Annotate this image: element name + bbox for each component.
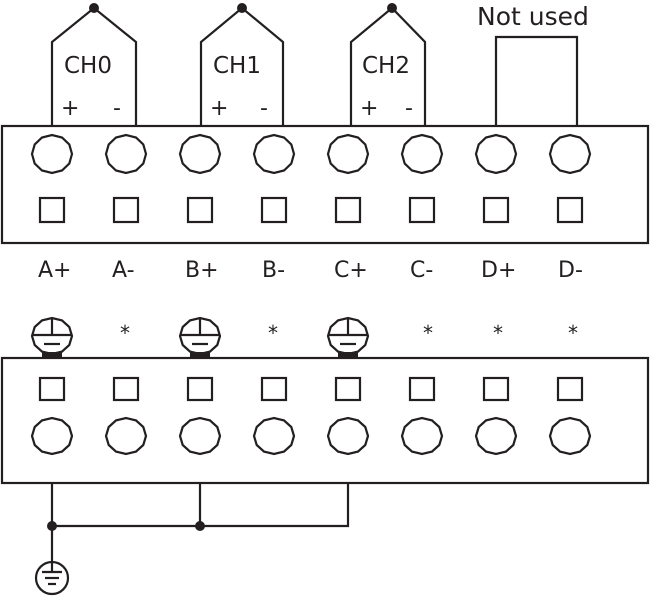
- terminal-screw: [400, 133, 444, 175]
- sensor-ch0: CH0 + -: [50, 3, 138, 126]
- top-terminal-labels: A+ A- B+ B- C+ C- D+ D-: [38, 258, 583, 283]
- terminal-window: [186, 376, 214, 402]
- terminal-screw: [548, 416, 592, 456]
- bottom-terminal: [178, 376, 222, 456]
- terminal-screw: [104, 416, 148, 456]
- asterisk-marker-4: *: [268, 321, 278, 345]
- ground-screw-icon: [326, 316, 370, 358]
- bottom-terminal: [104, 376, 148, 456]
- terminal-window: [482, 196, 510, 224]
- bottom-terminal: [400, 376, 444, 456]
- top-terminal: [400, 133, 444, 224]
- sensor-ch2-plus: +: [360, 96, 378, 121]
- terminal-label-a-plus: A+: [38, 258, 71, 283]
- bottom-block-frame: [0, 356, 650, 485]
- sensor-ch0-label: CH0: [64, 53, 112, 79]
- top-terminal: [252, 133, 296, 224]
- bottom-terminal: [326, 376, 370, 456]
- terminal-label-c-minus: C-: [410, 258, 433, 283]
- terminal-window: [334, 196, 362, 224]
- ground-wiring: [34, 483, 350, 596]
- sensor-ch2-minus: -: [405, 96, 413, 121]
- bottom-markers: * * * * *: [30, 316, 578, 358]
- terminal-screw: [104, 133, 148, 175]
- terminal-window: [408, 376, 436, 402]
- asterisk-marker-8: *: [568, 321, 578, 345]
- terminal-screw: [178, 416, 222, 456]
- terminal-screw: [474, 133, 518, 175]
- terminal-screw: [252, 133, 296, 175]
- terminal-screw: [474, 416, 518, 456]
- sensor-ch1: CH1 + -: [199, 3, 285, 126]
- sensor-ch0-junction-dot: [89, 3, 99, 13]
- unused-label: Not used: [477, 2, 589, 31]
- top-terminal: [326, 133, 370, 224]
- ground-screw-icon: [30, 316, 74, 358]
- terminal-label-b-plus: B+: [185, 258, 219, 283]
- terminal-window: [408, 196, 436, 224]
- terminal-window: [482, 376, 510, 402]
- terminal-window: [38, 196, 66, 224]
- terminal-label-a-minus: A-: [112, 258, 135, 283]
- sensor-ch0-minus: -: [113, 96, 121, 121]
- top-terminal: [178, 133, 222, 224]
- top-terminal: [548, 133, 592, 224]
- earth-ground-icon: [34, 560, 70, 596]
- ground-junction-dot-2: [195, 521, 205, 531]
- terminal-screw: [252, 416, 296, 456]
- terminal-label-d-plus: D+: [481, 258, 516, 283]
- terminal-label-c-plus: C+: [334, 258, 368, 283]
- top-terminal: [104, 133, 148, 224]
- unused-channel: Not used: [477, 2, 589, 126]
- ground-bus-wire: [52, 483, 350, 528]
- bottom-terminal: [252, 376, 296, 456]
- sensor-ch2-junction-dot: [387, 3, 397, 13]
- terminal-screw: [326, 416, 370, 456]
- top-terminal-block: [0, 124, 650, 245]
- terminal-screw: [400, 416, 444, 456]
- terminal-screw: [30, 416, 74, 456]
- terminal-window: [260, 196, 288, 224]
- asterisk-marker-2: *: [120, 321, 130, 345]
- sensor-ch0-plus: +: [61, 96, 79, 121]
- asterisk-marker-6: *: [423, 321, 433, 345]
- bottom-terminal: [474, 376, 518, 456]
- top-terminal: [474, 133, 518, 224]
- terminal-window: [112, 196, 140, 224]
- sensor-ch2: CH2 + -: [349, 3, 427, 126]
- terminal-screw: [178, 133, 222, 175]
- ground-junction-dot-1: [47, 521, 57, 531]
- bottom-terminal-block: [0, 356, 650, 485]
- sensor-ch1-minus: -: [260, 96, 268, 121]
- sensor-ch1-label: CH1: [213, 53, 261, 79]
- bottom-terminal: [30, 376, 74, 456]
- terminal-window: [334, 376, 362, 402]
- terminal-label-d-minus: D-: [558, 258, 583, 283]
- sensor-ch1-junction-dot: [237, 3, 247, 13]
- unused-outline: [494, 35, 579, 126]
- bottom-terminal: [548, 376, 592, 456]
- terminal-window: [556, 196, 584, 224]
- asterisk-marker-7: *: [493, 321, 503, 345]
- top-block-frame: [0, 124, 650, 245]
- terminal-screw: [548, 133, 592, 175]
- terminal-screw: [30, 133, 74, 175]
- terminal-window: [556, 376, 584, 402]
- terminal-window: [260, 376, 288, 402]
- sensor-ch1-plus: +: [210, 96, 228, 121]
- terminal-screw: [326, 133, 370, 175]
- terminal-label-b-minus: B-: [262, 258, 285, 283]
- ground-screw-icon: [178, 316, 222, 358]
- terminal-window: [112, 376, 140, 402]
- terminal-window: [186, 196, 214, 224]
- sensor-ch2-label: CH2: [362, 53, 410, 79]
- terminal-window: [38, 376, 66, 402]
- top-terminal: [30, 133, 74, 224]
